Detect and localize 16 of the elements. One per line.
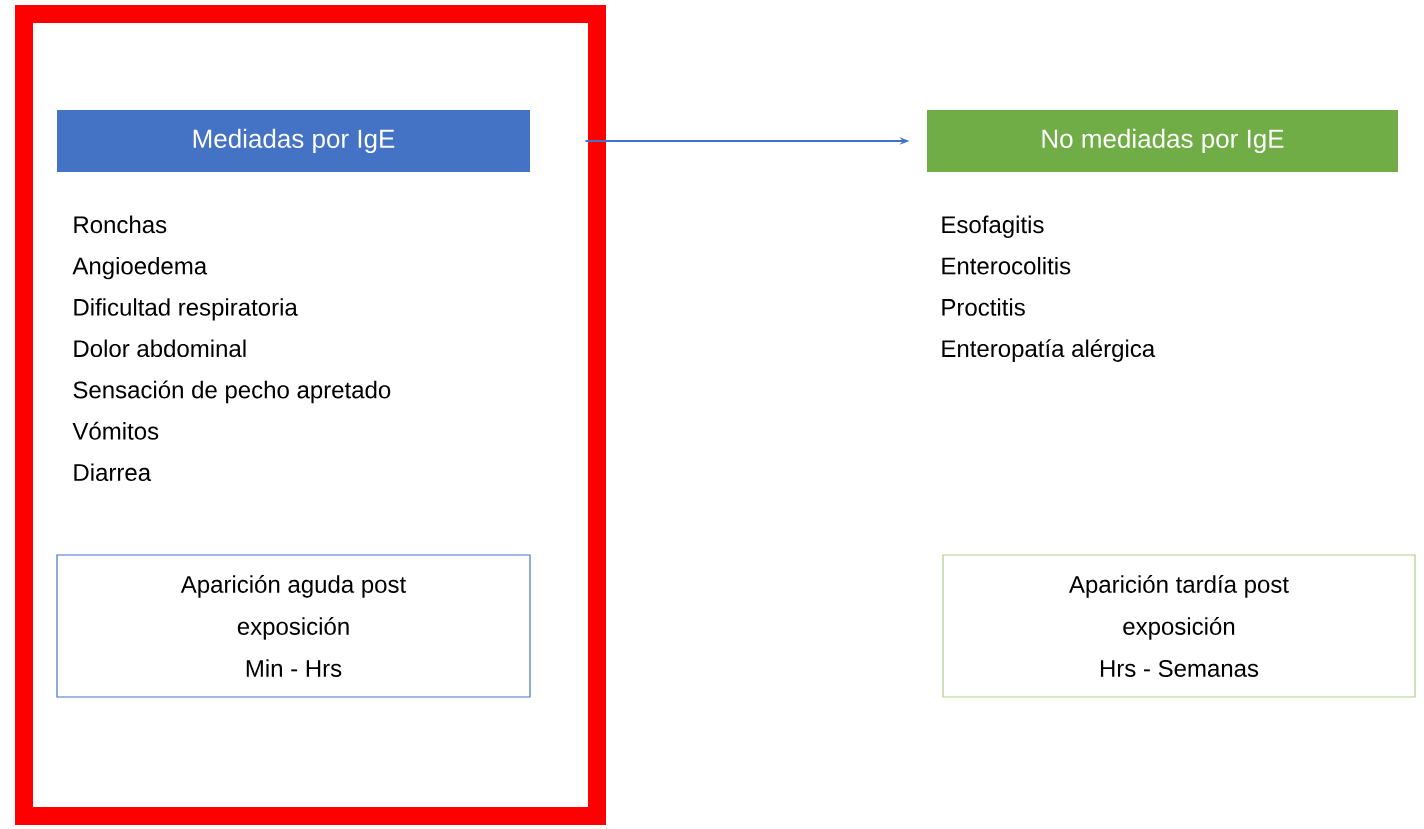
onset-box: Aparición tardía post exposición Hrs - Semanas: [942, 554, 1416, 698]
list-item: Ronchas: [74, 215, 167, 234]
list-item: Esofagitis: [942, 215, 1044, 238]
list-item: Proctitis: [942, 298, 1025, 316]
onset-box: Aparición aguda post exposición Min - Hrs: [56, 554, 531, 698]
header-box: No mediadas por IgE: [927, 110, 1398, 172]
list-item: Dolor abdominal: [74, 339, 246, 358]
list-item: Diarrea: [74, 463, 152, 481]
list-item: Dificultad respiratoria: [74, 298, 298, 321]
header-box: Mediadas por IgE: [57, 110, 530, 172]
list-item: Sensación de pecho apretado: [73, 380, 391, 404]
list-item: Enterocolitis: [942, 256, 1071, 275]
list-item: Angioedema: [72, 256, 208, 280]
list-item: Vómitos: [72, 421, 159, 440]
frame-box: [15, 5, 606, 825]
list-item: Enteropatía alérgica: [942, 339, 1156, 362]
